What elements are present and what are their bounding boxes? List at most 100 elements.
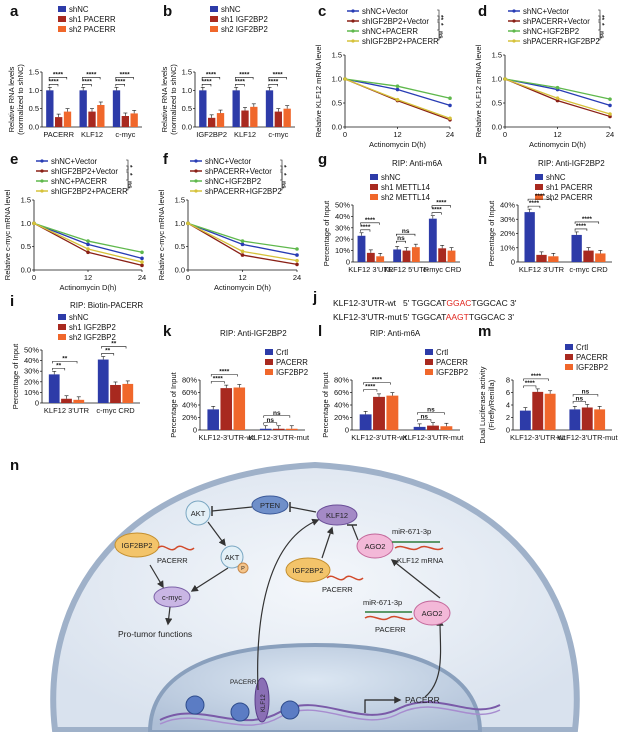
mir-bottom-label: miR-671-3p [363,598,402,607]
sig-bracket [210,381,225,384]
data-point [395,97,400,102]
x-category-label: IGF2BP2 [196,130,227,139]
bar [583,250,594,262]
legend-entry: PACERR [276,358,308,367]
y-tick-label: 0 [506,426,510,435]
cell-membrane [50,461,580,732]
legend-marker [351,19,355,23]
akt-p-label: AKT [225,553,240,562]
sig-bracket [126,159,129,171]
mir-top-label: miR-671-3p [392,527,431,536]
sponge-arrow [390,559,441,599]
legend-swatch [58,6,66,12]
pacerr-left-label: PACERR [157,556,188,565]
chart-title: RIP: Anti-IGF2BP2 [538,159,605,168]
legend-marker [512,9,516,13]
sig-label: ns [427,407,435,414]
x-category-label: KLF12 5'UTR [384,265,430,274]
legend-marker [194,189,198,193]
panel-letter-g: g [318,151,327,168]
bar [581,407,593,430]
x-axis-label: Actinomycin D(h) [214,283,272,292]
y-axis-label: Relative KLF12 mRNA level [314,44,323,137]
bar [259,428,272,430]
data-point [448,116,452,121]
bar [272,428,285,430]
legend-entry: sh1 PACERR [69,15,116,24]
klf12-transport-arrow [257,518,320,691]
legend-entry: shPACERR+IGF2BP2 [205,187,282,196]
y-tick-label: 50% [335,201,350,210]
sig-label: **** [531,373,542,380]
y-tick-label: 1.0 [175,219,185,228]
bar [594,409,606,430]
sig-bracket [115,77,134,80]
y-tick-label: 50% [24,346,39,355]
y-tick-label: 10% [335,246,350,255]
data-point [240,253,245,257]
legend-entry: shNC+IGF2BP2 [205,177,261,186]
legend-entry: sh1 IGF2BP2 [69,323,116,332]
pacerr-bottom-label: PACERR [375,625,406,634]
sig-bracket [263,422,278,425]
pten-inhibit-akt [211,506,253,512]
bar [199,90,207,127]
legend-marker [512,39,516,43]
data-point [140,256,144,261]
legend-entry: PACERR [576,353,608,362]
legend-marker [194,179,198,183]
legend-entry: shNC+Vector [205,157,252,166]
y-tick-label: 20% [24,377,39,386]
legend-entry: shIGF2BP2+Vector [362,17,429,26]
bar [122,383,134,403]
bar [357,235,366,262]
bar [359,414,372,430]
y-tick-label: 0.5 [332,99,342,108]
x-tick-label: 24 [446,130,454,139]
data-point [186,221,190,226]
data-point [448,96,452,100]
bar [283,108,291,127]
data-point [503,77,507,81]
phospho-icon [237,562,249,574]
sig-label: * [126,165,133,168]
data-point [86,250,90,255]
legend-swatch [425,359,433,365]
igf2bp2-to-klf12-arrow [321,526,334,559]
y-tick-label: 0.0 [175,266,185,275]
ago2-top-label: AGO2 [365,542,386,551]
bar [438,248,447,262]
chart-title: RIP: Anti-IGF2BP2 [220,329,287,338]
bar [532,391,544,430]
sig-bracket [52,368,66,371]
legend-entry: shNC [381,173,401,182]
y-tick-label: 0 [345,426,349,435]
sig-bracket [598,21,601,41]
sig-label: ns [280,181,287,189]
legend-entry: shNC [69,313,89,322]
legend-swatch [265,349,273,355]
y-axis-label-line: Relative c-myc mRNA level [157,189,166,280]
data-point [448,103,452,108]
legend-swatch [565,344,573,350]
legend-marker [351,39,355,43]
sig-bracket [82,84,92,87]
klf12-node [316,504,358,526]
y-tick-label: 0.0 [21,266,31,275]
bar [232,90,240,127]
sig-bracket [235,77,254,80]
sig-label: ** [62,355,68,362]
seq-mut: 5' TGGCATAAGTTGGCAC 3' [403,312,514,322]
igf2bp2-left-node [114,532,160,558]
legend-entry: shPACERR+Vector [523,17,590,26]
bar [411,247,420,262]
legend-entry: shNC+PACERR [51,177,107,186]
pten-label: PTEN [260,501,280,510]
bar [519,410,531,430]
